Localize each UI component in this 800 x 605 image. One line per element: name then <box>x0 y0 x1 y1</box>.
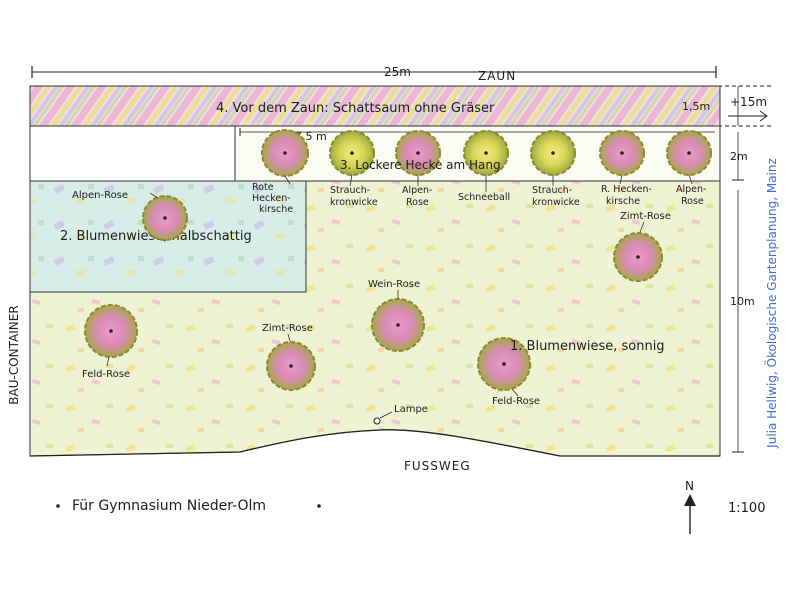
hedge-leader-lines <box>284 174 693 192</box>
hedge-shrub-strauchkronwicke-1 <box>329 130 375 176</box>
hedge-shrub-schneeball <box>463 130 509 176</box>
rose-zimtrose-center <box>266 333 316 391</box>
lamp-label: Lampe <box>394 404 428 415</box>
label-alpenrose-1a: Alpen- <box>402 185 432 196</box>
label-alpenrose-2a: Alpen- <box>676 184 706 195</box>
label-rote-heckenkirsche-1: Rote <box>252 182 274 193</box>
label-schneeball: Schneeball <box>458 192 510 203</box>
label-alpenrose-2b: Rose <box>681 196 704 207</box>
hedge-shrub-alpenrose-2 <box>666 130 712 176</box>
rose-feldrose-right <box>477 337 531 397</box>
label-alpenrose-1b: Rose <box>406 197 429 208</box>
strip-depth-label: 1,5m <box>682 100 710 113</box>
label-rote-heckenkirsche-3: kirsche <box>259 204 293 215</box>
fence-label: ZAUN <box>478 69 516 83</box>
label-strauchkronwicke-2a: Strauch- <box>532 185 572 196</box>
label-feldrose-left: Feld-Rose <box>82 369 130 380</box>
label-strauchkronwicke-1a: Strauch- <box>330 185 370 196</box>
footpath-label: FUSSWEG <box>404 459 471 473</box>
zone-1-label: 1. Blumenwiese, sonnig <box>510 339 665 354</box>
label-r-heckenkirsche-b: kirsche <box>606 196 640 207</box>
zone-4-shade-strip <box>29 85 721 127</box>
rose-weinrose <box>371 290 425 352</box>
lamp-icon <box>373 411 393 425</box>
label-strauchkronwicke-2b: kronwicke <box>532 197 580 208</box>
north-arrow-icon <box>684 494 696 534</box>
rose-feldrose-left <box>84 304 138 367</box>
school-caption: Für Gymnasium Nieder-Olm <box>72 498 266 514</box>
zone-4-label: 4. Vor dem Zaun: Schattsaum ohne Gräser <box>216 101 495 116</box>
rose-alpenrose-meadow <box>142 192 188 241</box>
bullet-right <box>317 504 321 508</box>
label-alpenrose-meadow: Alpen-Rose <box>72 190 128 201</box>
container-label: BAU-CONTAINER <box>7 305 21 405</box>
label-zimtrose-center: Zimt-Rose <box>262 323 313 334</box>
label-zimtrose-right: Zimt-Rose <box>620 211 671 222</box>
label-strauchkronwicke-1b: kronwicke <box>330 197 378 208</box>
rose-zimtrose-right <box>613 221 663 282</box>
label-r-heckenkirsche-a: R. Hecken- <box>601 184 652 195</box>
label-rote-heckenkirsche-2: Hecken- <box>252 193 291 204</box>
extra-length-label: +15m <box>730 95 767 109</box>
hedge-shrub-strauchkronwicke-2 <box>530 130 576 176</box>
meadow-depth-label: 10m <box>730 295 755 308</box>
hedge-shrub-rote-heckenkirsche <box>261 129 309 177</box>
footpath-edge <box>29 429 720 457</box>
width-label: 25m <box>384 65 411 79</box>
scale-label: 1:100 <box>728 501 765 516</box>
open-area <box>29 125 236 182</box>
hedge-shrub-alpenrose-1 <box>395 130 441 176</box>
hedge-shrub-r-heckenkirsche <box>599 130 645 176</box>
right-dimensions <box>732 86 744 453</box>
designer-credit: Julia Hellwig, Ökologische Gartenplanung… <box>765 158 779 448</box>
zone-3-label: 3. Lockere Hecke am Hang <box>340 158 501 172</box>
bullet-left <box>56 504 60 508</box>
label-weinrose: Wein-Rose <box>368 279 420 290</box>
width-dimension <box>31 66 717 78</box>
north-label: N <box>685 479 694 493</box>
hedge-depth-label: 2m <box>730 150 748 163</box>
label-feldrose-right: Feld-Rose <box>492 396 540 407</box>
extension-arrow-icon <box>728 110 768 122</box>
